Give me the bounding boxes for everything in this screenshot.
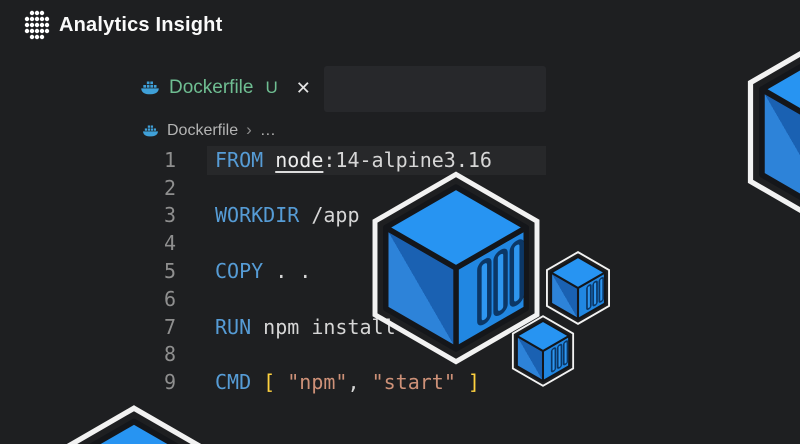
code-line[interactable]: 5 COPY . .	[150, 257, 492, 285]
brand-header: Analytics Insight	[24, 10, 222, 40]
cube-top-right	[751, 33, 800, 231]
code-line[interactable]: 8	[150, 341, 492, 369]
line-number: 9	[163, 370, 176, 395]
line-code: RUN npm install	[215, 314, 396, 339]
breadcrumb[interactable]: Dockerfile › …	[142, 118, 277, 144]
tab-close-icon[interactable]: ✕	[295, 77, 311, 98]
code-line[interactable]: 1 FROM node:14-alpine3.16	[150, 146, 492, 174]
empty-tab-placeholder	[324, 66, 546, 112]
breadcrumb-file[interactable]: Dockerfile	[167, 122, 239, 139]
code-line[interactable]: 2	[150, 174, 492, 202]
code-line[interactable]: 4	[150, 229, 492, 257]
active-line-highlight	[207, 146, 546, 175]
line-number: 4	[163, 231, 176, 256]
cube-small	[511, 315, 575, 387]
docker-whale-icon	[140, 80, 160, 96]
line-number: 2	[163, 175, 176, 200]
brand-name: Analytics Insight	[59, 13, 223, 36]
tab-label: Dockerfile	[169, 77, 254, 98]
docker-whale-icon	[142, 124, 159, 138]
line-number: 6	[163, 286, 176, 311]
line-number: 1	[163, 147, 176, 172]
git-status-badge: U	[265, 78, 278, 97]
dot-matrix-logo-icon	[24, 10, 50, 40]
code-line[interactable]: 9 CMD [ "npm", "start" ]	[150, 368, 492, 396]
line-code: CMD [ "npm", "start" ]	[215, 370, 480, 395]
chevron-right-icon: ›	[246, 120, 252, 139]
line-number: 8	[163, 342, 176, 367]
line-number: 7	[163, 314, 176, 339]
code-line[interactable]: 7 RUN npm install	[150, 313, 492, 341]
tab-dockerfile[interactable]: Dockerfile U ✕	[140, 66, 321, 110]
code-line[interactable]: 3 WORKDIR /app	[150, 202, 492, 230]
line-code: WORKDIR /app	[215, 203, 360, 228]
line-number: 5	[163, 259, 176, 284]
line-code: FROM node:14-alpine3.16	[215, 147, 492, 172]
cube-bottom-left	[48, 408, 219, 444]
code-line[interactable]: 6	[150, 285, 492, 313]
line-number: 3	[163, 203, 176, 228]
line-code: COPY . .	[215, 259, 312, 284]
breadcrumb-more[interactable]: …	[259, 122, 277, 139]
cube-medium	[545, 251, 611, 325]
tab-bar: Dockerfile U ✕	[140, 66, 321, 110]
